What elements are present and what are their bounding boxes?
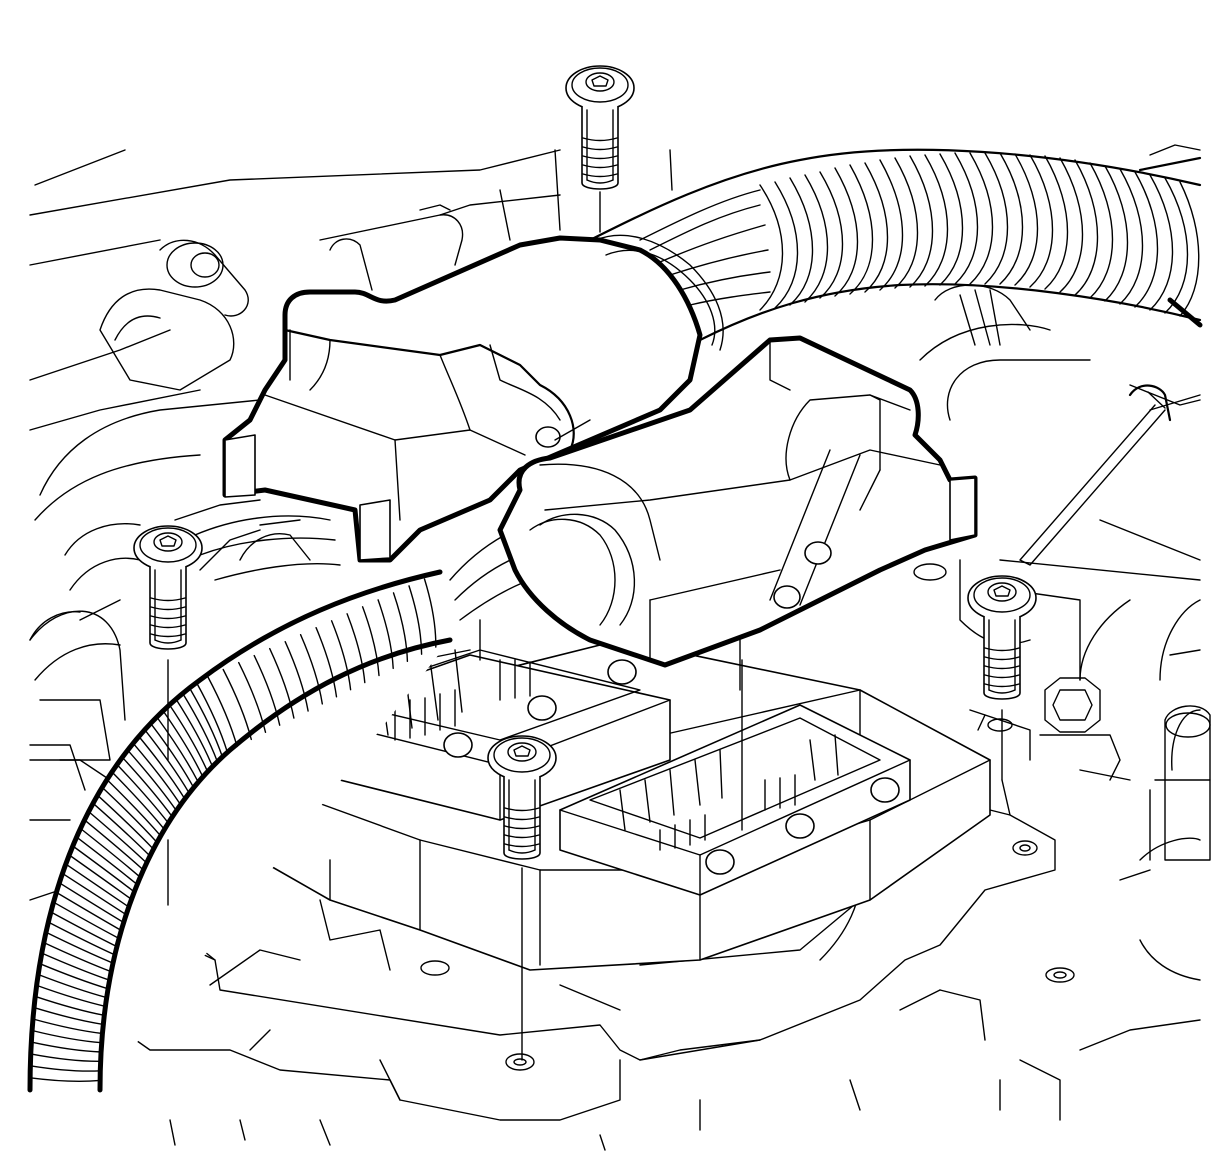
conduit-rib [207, 675, 238, 748]
conduit-rib [52, 901, 120, 940]
lower-conduit [27, 569, 470, 1093]
conduit-rib [96, 794, 155, 850]
conduit-rib [75, 836, 138, 886]
conduit-rib [43, 941, 112, 973]
conduit-rib [41, 952, 111, 981]
conduit-rib [31, 1029, 103, 1044]
conduit-rib [377, 599, 394, 670]
conduit-rib [284, 641, 309, 712]
conduit-rib [92, 802, 151, 857]
conduit-rib [238, 661, 267, 733]
conduit-rib [88, 810, 148, 864]
conduit-rib [34, 995, 105, 1016]
conduit-rib [45, 931, 114, 964]
conduit-rib [144, 729, 190, 794]
conduit-rib [150, 722, 195, 789]
bolt-left [133, 525, 203, 650]
conduit-rib [39, 963, 109, 990]
conduit-rib [222, 668, 252, 741]
conduit-rib [127, 749, 178, 812]
conduit-rib [101, 786, 158, 844]
conduit-rib [36, 984, 107, 1008]
module-socket-right [559, 704, 911, 896]
conduit-rib [61, 872, 127, 916]
bolt-center [487, 735, 557, 860]
conduit-rib [361, 606, 380, 677]
conduit-rib [269, 647, 295, 719]
conduit-rib [37, 973, 108, 999]
conduit-rib [30, 1053, 102, 1063]
conduit-rib [47, 921, 116, 956]
conduit-rib [330, 620, 352, 691]
bolt-alignment-lines [167, 149, 1011, 1061]
conduit-rib [83, 819, 145, 871]
conduit-rib [79, 827, 141, 878]
conduit-rib [50, 911, 118, 948]
conduit-rib [315, 627, 338, 698]
conduit-rib [116, 763, 170, 824]
conduit-rib [188, 687, 224, 758]
bolt-right [967, 575, 1037, 700]
conduit-rib [121, 756, 174, 818]
conduit-rib [106, 778, 162, 837]
bolt-top [565, 65, 635, 190]
conduit-rib [346, 613, 366, 684]
wiring-harness-conduit [588, 144, 1203, 342]
conduit-rib [33, 1006, 104, 1026]
conduit-rib [111, 771, 166, 831]
conduit-rib [182, 692, 219, 763]
conduit-rib [253, 654, 281, 726]
conduit-rib [58, 882, 125, 924]
conduit-rib [195, 681, 229, 753]
conduit-rib [29, 1065, 101, 1072]
conduit-rib [29, 1077, 101, 1083]
conduit-rib [32, 1018, 104, 1035]
conduit-rib [65, 863, 130, 908]
conduit-rib [299, 634, 323, 705]
conduit-rib [138, 735, 186, 800]
conduit-rib [55, 891, 122, 932]
harness-connector-right [497, 335, 978, 668]
conduit-rib [175, 698, 214, 768]
conduit-rib [408, 585, 423, 655]
conduit-rib [30, 1041, 102, 1053]
conduit-rib [72, 845, 135, 893]
conduit-rib [132, 742, 182, 806]
conduit-rib [168, 704, 209, 773]
conduit-rib [156, 716, 199, 783]
conduit-rib [392, 592, 409, 662]
conduit-rib [423, 578, 437, 648]
conduit-rib [68, 854, 133, 901]
